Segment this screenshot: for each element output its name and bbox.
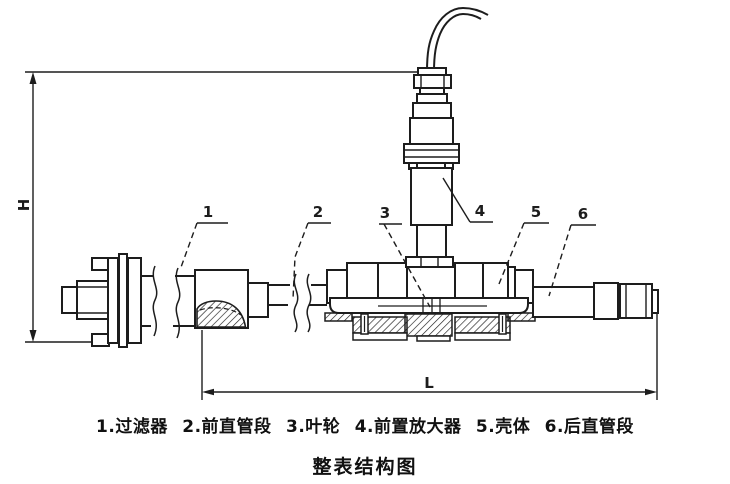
cable-gland-nut bbox=[413, 74, 452, 89]
body-block bbox=[482, 262, 509, 303]
front-straight-pipe bbox=[268, 273, 327, 333]
flange-plate bbox=[127, 257, 142, 344]
legend-item-housing: 5.壳体 bbox=[475, 417, 531, 437]
inlet-end-stub bbox=[61, 286, 78, 314]
body-block bbox=[377, 262, 408, 303]
filter-outlet-step bbox=[247, 282, 269, 318]
callouts: 1 2 3 4 5 6 bbox=[179, 177, 596, 308]
l-arrow-left bbox=[202, 388, 214, 396]
internal-section bbox=[324, 312, 536, 342]
rear-straight-pipe bbox=[532, 286, 595, 318]
section-block-center bbox=[404, 313, 453, 337]
callout-4: 4 bbox=[475, 202, 485, 220]
legend: 1.过滤器 2.前直管段 3.叶轮 4.前置放大器 5.壳体 6.后直管段 bbox=[0, 412, 730, 437]
stem-collar bbox=[405, 256, 454, 268]
legend-item-front-pipe: 2.前直管段 bbox=[182, 417, 272, 437]
pipe-break-line bbox=[293, 273, 299, 333]
amplifier-step bbox=[416, 93, 448, 104]
flange-plate bbox=[107, 257, 119, 344]
filter-screen-dashed-line bbox=[199, 307, 242, 316]
leader-2 bbox=[292, 222, 309, 300]
diagram-title: 整表结构图 bbox=[312, 456, 418, 478]
pipe-break-line bbox=[152, 265, 158, 337]
flange-bolt-top bbox=[91, 257, 110, 271]
cable-gland-top bbox=[417, 67, 447, 76]
section-bottom-step bbox=[352, 332, 408, 341]
callout-3: 3 bbox=[380, 204, 390, 222]
inlet-fitting bbox=[61, 253, 142, 348]
legend-item-rear-pipe: 6.后直管段 bbox=[544, 417, 634, 437]
amplifier-step bbox=[412, 102, 452, 119]
legend-item-filter: 1.过滤器 bbox=[96, 417, 168, 437]
section-strip-left bbox=[324, 312, 353, 322]
body-center bbox=[406, 266, 456, 303]
legend-item-impeller: 3.叶轮 bbox=[285, 417, 341, 437]
section-bottom-step bbox=[454, 332, 511, 341]
outlet-nut bbox=[619, 283, 653, 319]
l-arrow-right bbox=[645, 388, 657, 396]
outlet-end-stub bbox=[651, 289, 659, 314]
meter-body bbox=[326, 262, 534, 314]
rear-pipe-assembly bbox=[532, 282, 659, 320]
callout-5: 5 bbox=[531, 203, 541, 221]
pipe-break-line bbox=[306, 273, 312, 333]
leader-5 bbox=[498, 222, 525, 285]
leader-6 bbox=[548, 224, 572, 297]
flange-bolt-bottom bbox=[91, 333, 110, 347]
rear-pipe-ring bbox=[593, 282, 619, 320]
filter bbox=[194, 269, 269, 329]
signal-cable bbox=[426, 6, 489, 73]
leader-3 bbox=[383, 223, 431, 308]
inlet-pipe bbox=[141, 265, 196, 339]
leader-1 bbox=[179, 222, 198, 271]
section-strip-right bbox=[507, 312, 536, 322]
amplifier-flange-ring bbox=[403, 143, 460, 164]
sensor-stem bbox=[416, 224, 447, 258]
pipe-break-line bbox=[175, 267, 181, 339]
callout-6: 6 bbox=[578, 205, 588, 223]
body-block bbox=[346, 262, 379, 303]
flange-plate bbox=[118, 253, 128, 348]
h-arrow-bottom bbox=[29, 330, 37, 342]
legend-item-preamplifier: 4.前置放大器 bbox=[354, 417, 462, 437]
body-block bbox=[454, 262, 484, 303]
l-dimension-label: L bbox=[424, 374, 434, 392]
preamplifier bbox=[403, 6, 489, 268]
signal-cable bbox=[433, 12, 482, 73]
callout-2: 2 bbox=[313, 203, 323, 221]
h-dimension-label: H bbox=[15, 199, 33, 212]
section-bottom-step bbox=[416, 335, 451, 342]
amplifier-body bbox=[410, 167, 453, 226]
amplifier-head bbox=[409, 117, 454, 145]
dimension-h: H bbox=[15, 71, 418, 343]
h-arrow-top bbox=[29, 72, 37, 84]
callout-1: 1 bbox=[203, 203, 213, 221]
body-step bbox=[507, 266, 516, 303]
leader-4 bbox=[442, 177, 471, 223]
